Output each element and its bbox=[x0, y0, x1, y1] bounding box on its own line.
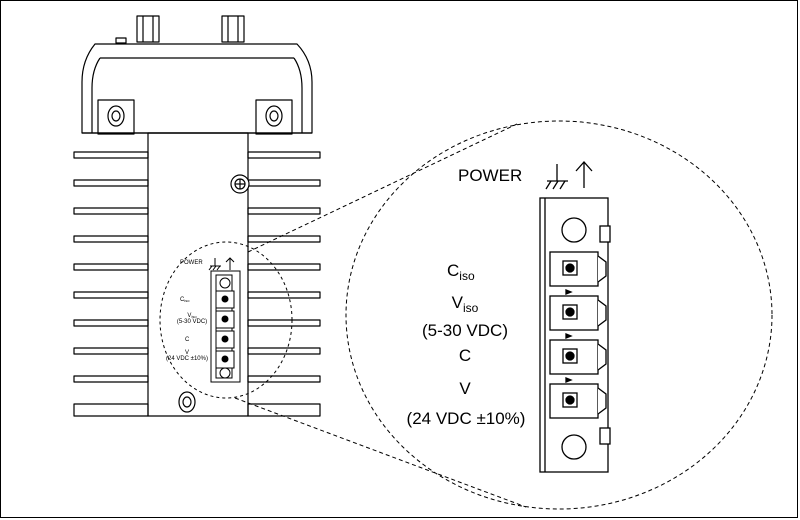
zoom-c-label: C bbox=[458, 346, 472, 365]
screw-icon bbox=[265, 105, 283, 127]
up-arrow-icon bbox=[225, 257, 235, 270]
heatsink-fins-right bbox=[247, 151, 321, 417]
zoom-ciso-label: Ciso bbox=[447, 261, 475, 283]
up-arrow-icon bbox=[575, 161, 593, 188]
chassis-ground-icon bbox=[545, 164, 568, 190]
zoom-viso-range: (5-30 VDC) bbox=[422, 321, 508, 340]
zoom-v-range: (24 VDC ±10%) bbox=[406, 409, 526, 428]
small-c-label: C bbox=[185, 337, 190, 343]
zoom-v-label: V bbox=[459, 379, 471, 398]
mount-boss-left bbox=[97, 99, 135, 135]
heatsink-fins-left bbox=[73, 151, 149, 417]
screw-icon bbox=[230, 174, 250, 194]
chassis-ground-icon bbox=[208, 258, 221, 271]
small-viso-label: Viso(5-30 VDC) bbox=[176, 313, 208, 325]
zoom-dashed-circle bbox=[345, 120, 773, 510]
screw-icon bbox=[107, 105, 125, 127]
top-connector-right bbox=[221, 15, 245, 43]
mount-boss-right bbox=[255, 99, 293, 135]
screw-icon bbox=[178, 391, 196, 413]
zoom-viso-label: Viso bbox=[451, 293, 479, 315]
top-connector-left bbox=[136, 15, 160, 43]
small-power-label: POWER bbox=[180, 260, 203, 266]
small-v-label: V(24 VDC ±10%) bbox=[166, 350, 208, 362]
zoom-power-label: POWER bbox=[458, 166, 523, 185]
large-power-connector bbox=[539, 197, 611, 473]
center-body bbox=[147, 132, 249, 417]
small-dashed-circle bbox=[159, 241, 293, 399]
small-power-connector bbox=[210, 270, 241, 383]
upper-housing bbox=[81, 43, 313, 134]
small-ciso-label: Ciso bbox=[180, 297, 190, 303]
small-tab bbox=[115, 37, 127, 44]
